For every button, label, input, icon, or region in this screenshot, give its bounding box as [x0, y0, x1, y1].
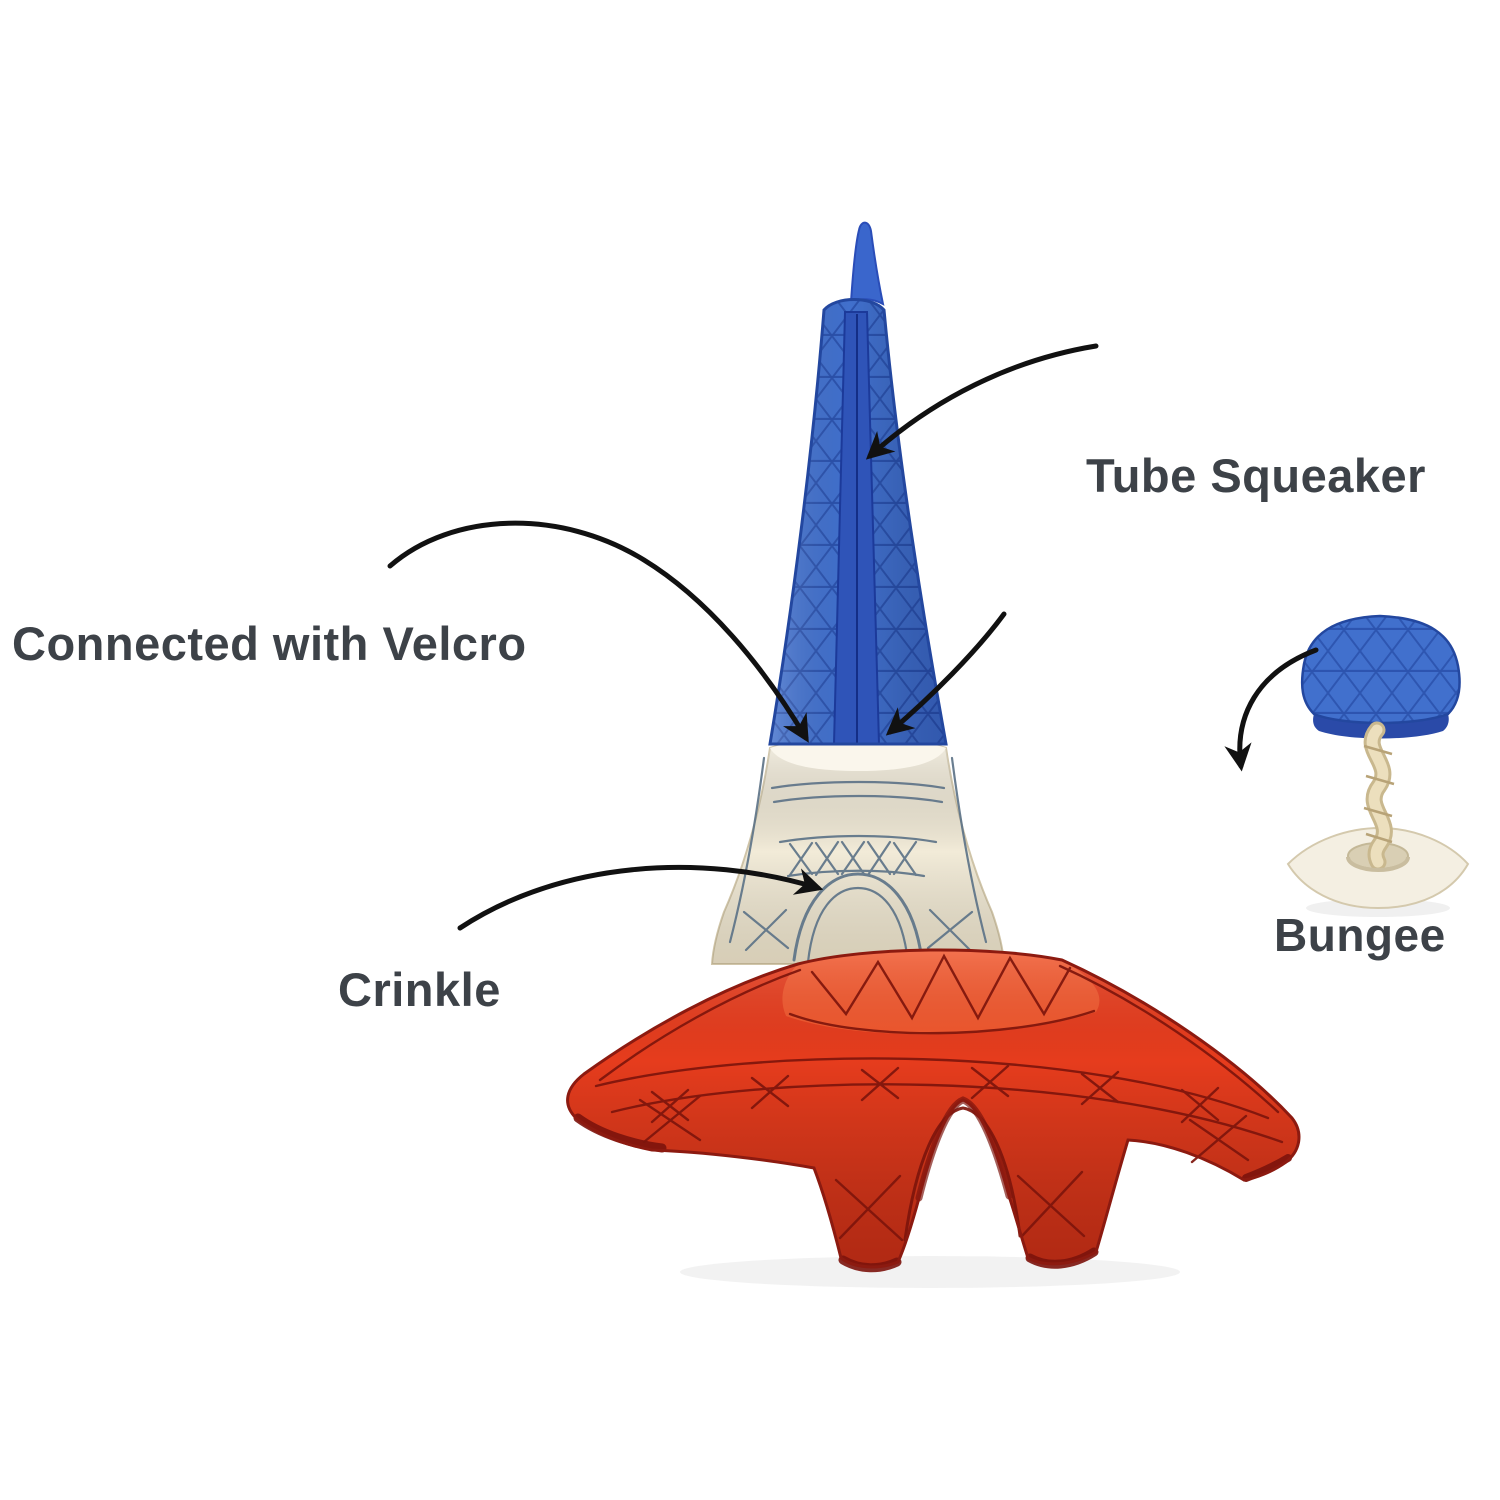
tower-base-outline [566, 948, 1301, 1269]
tube-squeaker-label: Tube Squeaker [1086, 449, 1426, 502]
bungee-label: Bungee [1274, 909, 1446, 961]
crinkle-label: Crinkle [338, 963, 501, 1016]
bungee-cap-outline [1300, 614, 1461, 725]
tower-base-lattice-details [594, 953, 1284, 1242]
plush-tip [849, 221, 885, 306]
annotation-arrows [387, 343, 1319, 931]
bungee-hole-rim [1346, 856, 1410, 872]
tower-top-section [768, 221, 948, 746]
connected-with-velcro-label: Connected with Velcro [12, 617, 527, 670]
bungee-cord-twists [1363, 744, 1395, 844]
tower-base-shading [567, 949, 1299, 1267]
bungee-arrow [1224, 647, 1319, 772]
tower-middle-lattice-details [728, 756, 988, 964]
crinkle-arrow [457, 865, 824, 931]
bungee-part-inset [1286, 614, 1470, 910]
tower-middle-section [710, 738, 1006, 965]
bungee-cord [1366, 724, 1390, 868]
tower-top-outline [768, 298, 948, 746]
tube-squeaker-arrow [865, 343, 1099, 460]
bungee-cap-lattice [1302, 616, 1460, 723]
velcro-arrow-right [885, 611, 1007, 736]
velcro-arrow-left [387, 520, 809, 743]
tower-base-section [566, 948, 1301, 1273]
velcro-cushion-top [770, 739, 946, 771]
tower-shadow [680, 1256, 1180, 1288]
